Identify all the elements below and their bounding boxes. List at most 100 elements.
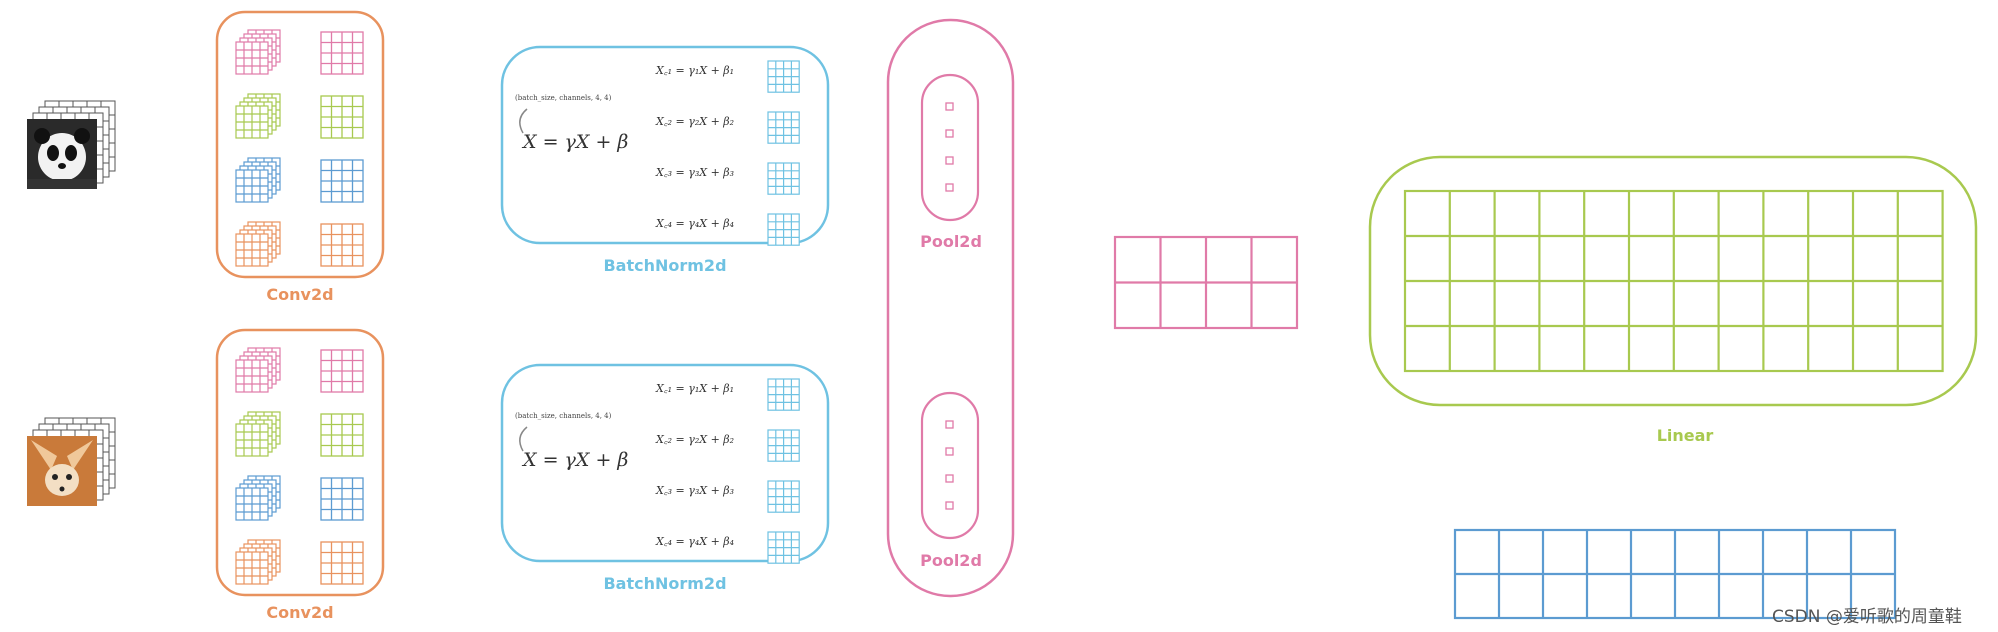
- batchnorm-channel-map: [767, 531, 800, 564]
- fox-input: [27, 417, 116, 506]
- batchnorm-blocks: [500, 45, 830, 564]
- conv2d-label-top: Conv2d: [266, 285, 334, 304]
- conv2d-input-stack: [235, 221, 281, 267]
- batchnorm-channel-map: [767, 429, 800, 462]
- pooled-value: [945, 420, 954, 429]
- conv2d-block-top: [215, 10, 385, 279]
- linear-block: [1368, 155, 1978, 407]
- fox-eye: [66, 474, 72, 480]
- panda-body: [27, 179, 97, 189]
- fox-face: [45, 464, 79, 496]
- conv2d-output-map: [320, 31, 364, 75]
- pooled-value: [945, 102, 954, 111]
- pooled-value: [945, 447, 954, 456]
- panda-input: [27, 100, 116, 189]
- input-images: [27, 100, 116, 506]
- conv2d-input-stack: [235, 347, 281, 393]
- conv2d-input-stack-layer: [235, 423, 269, 457]
- conv2d-frame: [215, 10, 385, 279]
- conv2d-input-stack: [235, 157, 281, 203]
- panda-ear: [74, 128, 90, 144]
- panda-ear: [34, 128, 50, 144]
- conv2d-input-stack-layer: [235, 359, 269, 393]
- conv2d-label-bottom: Conv2d: [266, 603, 334, 622]
- batchnorm-channel-map: [767, 480, 800, 513]
- conv2d-input-stack: [235, 29, 281, 75]
- conv2d-input-stack-layer: [235, 41, 269, 75]
- output-cells: [1453, 528, 1897, 620]
- batchnorm-label-top: BatchNorm2d: [603, 256, 727, 275]
- conv2d-output-map: [320, 477, 364, 521]
- pooled-value: [945, 183, 954, 192]
- linear-weights: [1403, 189, 1944, 373]
- batchnorm-channel-map: [767, 378, 800, 411]
- conv2d-output-map: [320, 541, 364, 585]
- pooled-value: [945, 129, 954, 138]
- pool2d-label-top: Pool2d: [920, 232, 982, 251]
- panda-eye-patch: [47, 145, 59, 161]
- panda-nose: [58, 163, 66, 169]
- fox-nose: [59, 486, 65, 492]
- conv2d-input-stack: [235, 539, 281, 585]
- linear-label: Linear: [1656, 426, 1714, 445]
- pool2d-inner-frame-top: [920, 73, 980, 222]
- bn-bottom-formula-3: X꜀₃ = γ₃X + β₃: [656, 484, 735, 497]
- pooled-feature-grid: [1113, 235, 1299, 330]
- conv2d-input-stack-layer: [235, 551, 269, 585]
- batchnorm-channel-map: [767, 60, 800, 93]
- conv2d-input-stack-layer: [235, 233, 269, 267]
- conv2d-output-map: [320, 349, 364, 393]
- batchnorm-block-top: [500, 45, 830, 246]
- bn-top-formula-3: X꜀₃ = γ₃X + β₃: [656, 166, 735, 179]
- conv2d-blocks: [215, 10, 385, 597]
- bn-bottom-formula-4: X꜀₄ = γ₄X + β₄: [656, 535, 735, 548]
- conv2d-output-map: [320, 95, 364, 139]
- bn-bottom-shape-note: (batch_size, channels, 4, 4): [515, 412, 612, 420]
- brace: [519, 108, 528, 134]
- panda-face: [38, 133, 86, 181]
- bn-bottom-main-formula: X = γX + β: [523, 449, 629, 471]
- pooled-value: [945, 156, 954, 165]
- batchnorm-channel-map: [767, 162, 800, 195]
- pooled-value: [945, 474, 954, 483]
- conv2d-output-map: [320, 223, 364, 267]
- batchnorm-channel-map: [767, 213, 800, 246]
- conv2d-frame: [215, 328, 385, 597]
- conv2d-output-map: [320, 413, 364, 457]
- batchnorm-block-bottom: [500, 363, 830, 564]
- batchnorm-channel-map: [767, 111, 800, 144]
- conv2d-input-stack: [235, 475, 281, 521]
- conv2d-block-bottom: [215, 328, 385, 597]
- pooled-value: [945, 501, 954, 510]
- pool-block: [886, 18, 1015, 598]
- conv2d-output-map: [320, 159, 364, 203]
- panda-eye-patch: [65, 145, 77, 161]
- fox-ear: [67, 440, 93, 470]
- bn-top-formula-2: X꜀₂ = γ₂X + β₂: [656, 115, 735, 128]
- fox-ear: [31, 440, 57, 470]
- bn-top-main-formula: X = γX + β: [523, 131, 629, 153]
- output-grid: [1453, 528, 1897, 620]
- fox-eye: [52, 474, 58, 480]
- pooled-feature-cells: [1113, 235, 1299, 330]
- batchnorm-frame: [500, 363, 830, 563]
- conv2d-input-stack: [235, 93, 281, 139]
- bn-top-shape-note: (batch_size, channels, 4, 4): [515, 94, 612, 102]
- conv2d-input-stack: [235, 411, 281, 457]
- pool2d-inner-frame-bottom: [920, 391, 980, 540]
- bn-top-formula-1: X꜀₁ = γ₁X + β₁: [656, 64, 735, 77]
- bn-bottom-formula-1: X꜀₁ = γ₁X + β₁: [656, 382, 735, 395]
- conv2d-input-stack-layer: [235, 105, 269, 139]
- pool2d-label-bottom: Pool2d: [920, 551, 982, 570]
- linear-frame: [1368, 155, 1978, 407]
- brace: [519, 426, 528, 452]
- conv2d-input-stack-layer: [235, 169, 269, 203]
- watermark: CSDN @爱听歌的周童鞋: [1772, 607, 1962, 627]
- bn-bottom-formula-2: X꜀₂ = γ₂X + β₂: [656, 433, 735, 446]
- bn-top-formula-4: X꜀₄ = γ₄X + β₄: [656, 217, 735, 230]
- pool2d-outer-frame: [886, 18, 1015, 598]
- conv2d-input-stack-layer: [235, 487, 269, 521]
- batchnorm-label-bottom: BatchNorm2d: [603, 574, 727, 593]
- batchnorm-frame: [500, 45, 830, 245]
